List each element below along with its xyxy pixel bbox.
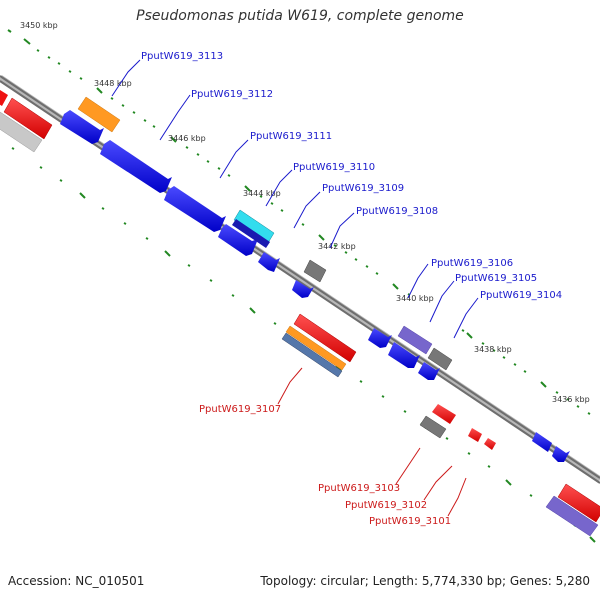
gene-label[interactable]: PputW619_3111	[250, 131, 332, 142]
gene-arrow-forward[interactable]	[292, 280, 314, 298]
gene-labels: PputW619_3113 PputW619_3112 PputW619_311…	[141, 51, 562, 527]
gene-arrow-reverse[interactable]	[293, 313, 357, 363]
gene-arrow-forward[interactable]	[60, 110, 104, 144]
kbp-scale-labels: 3450 kbp 3448 kbp 3446 kbp 3444 kbp 3442…	[20, 21, 590, 404]
gene-label[interactable]: PputW619_3110	[293, 162, 375, 173]
reverse-label-leaders	[277, 367, 467, 517]
forward-label-leaders	[111, 59, 479, 339]
gene-arrow-forward[interactable]	[258, 252, 280, 272]
gene-arrow-reverse[interactable]	[0, 90, 8, 106]
gene-arrow-reverse[interactable]	[557, 483, 600, 523]
genome-summary-text: Topology: circular; Length: 5,774,330 bp…	[260, 574, 590, 588]
accession-text: Accession: NC_010501	[8, 574, 145, 588]
page-title: Pseudomonas putida W619, complete genome	[136, 8, 464, 24]
gene-arrow-orange[interactable]	[285, 325, 347, 371]
gene-arrow-reverse[interactable]	[3, 97, 53, 140]
gene-arrow-purple[interactable]	[545, 495, 599, 537]
gene-arrow-forward[interactable]	[100, 140, 172, 193]
kbp-label: 3444 kbp	[243, 189, 281, 198]
outer-tick-ring	[7, 29, 591, 415]
gene-label[interactable]: PputW619_3107	[199, 404, 281, 415]
kbp-label: 3442 kbp	[318, 242, 356, 251]
gene-arrow-pseudo[interactable]	[419, 415, 447, 439]
gene-label[interactable]: PputW619_3109	[322, 183, 404, 194]
gene-label[interactable]: PputW619_3103	[318, 483, 400, 494]
gene-arrow-forward[interactable]	[164, 186, 226, 232]
gene-arrow-purple[interactable]	[397, 325, 433, 355]
kbp-label: 3438 kbp	[474, 345, 512, 354]
gene-arrow-orange[interactable]	[77, 96, 121, 133]
gene-label[interactable]: PputW619_3108	[356, 206, 438, 217]
gene-arrow-pseudo[interactable]	[303, 259, 327, 283]
kbp-label: 3440 kbp	[396, 294, 434, 303]
gene-arrow-cyan-edge	[232, 219, 270, 248]
kbp-label: 3448 kbp	[94, 79, 132, 88]
gene-arrow-forward[interactable]	[368, 328, 392, 348]
gene-arrow-reverse[interactable]	[468, 428, 482, 442]
gene-arrow-forward[interactable]	[552, 446, 570, 462]
gene-arrow-pseudo[interactable]	[0, 111, 43, 153]
gene-label[interactable]: PputW619_3106	[431, 258, 513, 269]
gene-arrow-reverse[interactable]	[432, 404, 456, 424]
gene-label[interactable]: PputW619_3105	[455, 273, 537, 284]
gene-arrow-steel[interactable]	[281, 332, 343, 378]
gene-arrow-pseudo[interactable]	[427, 347, 453, 371]
kbp-label: 3446 kbp	[168, 134, 206, 143]
gene-features	[0, 90, 600, 537]
gene-arrow-reverse[interactable]	[484, 438, 496, 450]
gene-arrow-forward[interactable]	[388, 342, 420, 368]
gene-label[interactable]: PputW619_3101	[369, 516, 451, 527]
kbp-label: 3436 kbp	[552, 395, 590, 404]
gene-label[interactable]: PputW619_3112	[191, 89, 273, 100]
gene-arrow-forward[interactable]	[418, 362, 440, 380]
gene-label[interactable]: PputW619_3102	[345, 500, 427, 511]
genome-backbone	[0, 75, 600, 484]
gene-label[interactable]: PputW619_3104	[480, 290, 562, 301]
gene-arrow-forward[interactable]	[532, 432, 552, 452]
gene-label[interactable]: PputW619_3113	[141, 51, 223, 62]
gene-arrow-forward[interactable]	[218, 224, 258, 256]
kbp-label: 3450 kbp	[20, 21, 58, 30]
